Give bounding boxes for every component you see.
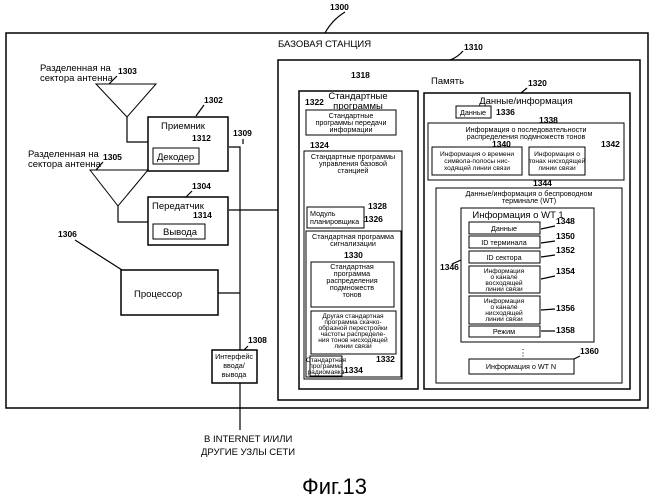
base-station-title: БАЗОВАЯ СТАНЦИЯ xyxy=(278,39,371,50)
wt-ref: 1344 xyxy=(533,178,552,188)
data-info-label: Данные/информация xyxy=(479,96,573,107)
io-label-3: вывода xyxy=(222,370,247,379)
wt1-mode-ref: 1358 xyxy=(556,325,575,335)
data-ref: 1336 xyxy=(496,107,515,117)
ctrl-ref: 1324 xyxy=(310,140,329,150)
wt1-ul-label-4: линии связи xyxy=(485,286,523,293)
tones-label-2: тонах нисходящей xyxy=(529,157,586,165)
antenna-rx-ref: 1303 xyxy=(118,66,137,76)
time-label-3: ходящей линии связи xyxy=(444,164,510,172)
figure-caption: Фиг.13 xyxy=(302,474,367,499)
memory-ref: 1310 xyxy=(464,42,483,52)
wt-label-2: терминале (WT) xyxy=(502,196,556,205)
wt1-sector-ref: 1352 xyxy=(556,245,575,255)
figure-leader xyxy=(325,12,345,33)
antenna-tx-label-2: сектора антенна xyxy=(28,159,102,170)
hop-ref: 1332 xyxy=(376,354,395,364)
beacon-ref: 1334 xyxy=(344,365,363,375)
io-ref: 1308 xyxy=(248,335,267,345)
processor-label: Процессор xyxy=(134,289,182,300)
receiver-ref: 1302 xyxy=(204,95,223,105)
wtn-label: Информация о WT N xyxy=(486,362,556,371)
data-label: Данные xyxy=(460,108,486,117)
wt-ellipsis: ⋮ xyxy=(518,348,528,359)
comm-ref: 1322 xyxy=(305,97,324,107)
time-label-1: Информация о времени xyxy=(440,151,514,158)
encoder-ref: 1314 xyxy=(193,210,212,220)
wt1-dl-ref: 1356 xyxy=(556,303,575,313)
io-label-2: ввода/ xyxy=(223,361,245,370)
tones-ref: 1342 xyxy=(601,139,620,149)
wt1-data-ref: 1348 xyxy=(556,216,575,226)
antenna-tx-ref: 1305 xyxy=(103,152,122,162)
signaling-label-2: сигнализации xyxy=(330,239,376,248)
wt1-id-ref: 1350 xyxy=(556,231,575,241)
io-label-1: Интерфейс xyxy=(215,352,253,361)
data-info-ref: 1320 xyxy=(528,78,547,88)
wt1-sector-label: ID сектора xyxy=(486,253,521,262)
wt1-ul-ref: 1354 xyxy=(556,266,575,276)
ctrl-label-3: станцией xyxy=(338,166,369,175)
seq-label-2: распределения подмножеств тонов xyxy=(467,132,586,141)
wtn-ref: 1360 xyxy=(580,346,599,356)
internet-label-2: ДРУГИЕ УЗЛЫ СЕТИ xyxy=(201,447,295,458)
std-routines-ref: 1318 xyxy=(351,70,370,80)
antenna-rx-label-2: сектора антенна xyxy=(40,73,114,84)
internet-label-1: В INTERNET И/ИЛИ xyxy=(204,434,292,445)
scheduler-label-2: планировщика xyxy=(310,217,359,226)
dist-ref-shown: 1330 xyxy=(344,250,363,260)
dist-label-5: тонов xyxy=(343,290,362,299)
processor-ref: 1306 xyxy=(58,229,77,239)
tones-label-3: линии связи xyxy=(538,165,576,172)
wt1-id-label: ID терминала xyxy=(481,238,527,247)
encoder-label: Вывода xyxy=(163,227,198,238)
wt1-data-label: Данные xyxy=(491,224,517,233)
decoder-ref: 1312 xyxy=(192,133,211,143)
tones-label-1: Информация о xyxy=(534,151,580,158)
wt1-dl-label-4: линии связи xyxy=(485,316,523,323)
comm-label-3: информации xyxy=(330,125,373,134)
receiver-label: Приемник xyxy=(161,121,206,132)
scheduler-ref: 1326 xyxy=(364,214,383,224)
memory-label: Память xyxy=(431,76,464,87)
signaling-ref: 1328 xyxy=(368,201,387,211)
transmitter-ref: 1304 xyxy=(192,181,211,191)
wt1-label: Информация о WT 1 xyxy=(472,210,563,221)
figure-ref: 1300 xyxy=(330,2,349,12)
decoder-label: Декодер xyxy=(157,152,194,163)
beacon-label-3: радиомаяка xyxy=(308,369,345,376)
time-label-2: символа-полосы нис- xyxy=(444,158,510,165)
bus-ref: 1309 xyxy=(233,128,252,138)
wt1-mode-label: Режим xyxy=(493,327,515,336)
hop-label-6: линии связи xyxy=(334,343,372,350)
wt1-ref: 1346 xyxy=(440,262,459,272)
